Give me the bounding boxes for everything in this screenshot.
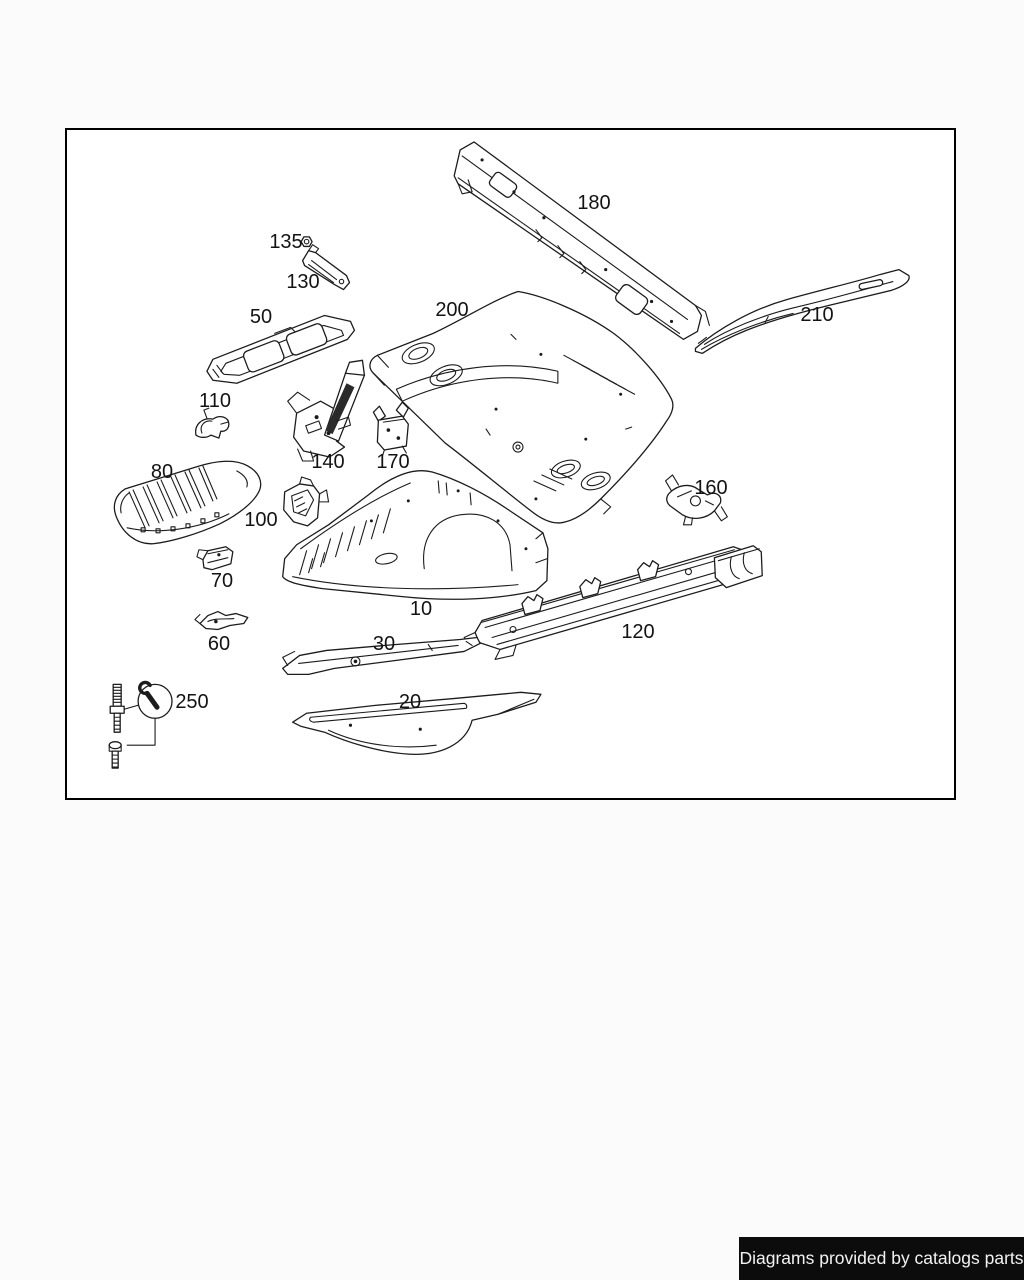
part-drawing-130 — [301, 244, 351, 291]
part-drawing-20 — [292, 691, 542, 755]
part-label-180[interactable]: 180 — [577, 192, 611, 214]
part-label-250[interactable]: 250 — [175, 691, 209, 713]
attribution-bar: Diagrams provided by catalogs parts — [739, 1237, 1024, 1280]
part-drawing-160 — [664, 474, 728, 526]
part-drawing-170 — [372, 401, 409, 457]
part-drawing-50 — [206, 314, 356, 384]
part-label-120[interactable]: 120 — [621, 621, 655, 643]
part-label-60[interactable]: 60 — [207, 633, 231, 655]
part-label-160[interactable]: 160 — [694, 477, 728, 499]
part-label-50[interactable]: 50 — [249, 306, 273, 328]
part-drawing-70 — [196, 546, 234, 571]
part-drawing-200 — [369, 290, 674, 524]
part-drawing-180 — [453, 141, 710, 341]
part-drawing-30 — [282, 636, 481, 676]
part-label-100[interactable]: 100 — [244, 509, 278, 531]
part-drawing-140 — [287, 359, 366, 462]
part-drawing-120 — [463, 545, 763, 660]
part-drawing-250 — [108, 680, 173, 769]
part-label-30[interactable]: 30 — [372, 633, 396, 655]
part-drawing-210 — [694, 268, 910, 354]
diagram-panel: 180 135 130 50 200 210 110 140 170 80 10… — [65, 128, 956, 800]
part-drawing-60 — [194, 610, 249, 631]
part-drawing-10 — [282, 470, 549, 600]
part-label-140[interactable]: 140 — [311, 451, 345, 473]
part-label-10[interactable]: 10 — [409, 598, 433, 620]
part-drawing-135 — [300, 236, 313, 248]
parts-diagram-svg — [108, 141, 910, 769]
part-label-70[interactable]: 70 — [210, 570, 234, 592]
part-label-20[interactable]: 20 — [398, 691, 422, 713]
part-label-110[interactable]: 110 — [199, 390, 231, 412]
part-label-200[interactable]: 200 — [435, 299, 469, 321]
attribution-text: Diagrams provided by catalogs parts — [739, 1248, 1024, 1268]
part-drawing-100 — [283, 476, 330, 527]
part-label-130[interactable]: 130 — [286, 271, 320, 293]
part-label-80[interactable]: 80 — [150, 461, 174, 483]
part-label-170[interactable]: 170 — [376, 451, 410, 473]
part-label-135[interactable]: 135 — [269, 231, 303, 253]
wrench-icon — [138, 680, 160, 710]
part-label-210[interactable]: 210 — [800, 304, 834, 326]
part-drawing-80 — [113, 460, 262, 545]
part-drawing-110 — [195, 407, 230, 439]
